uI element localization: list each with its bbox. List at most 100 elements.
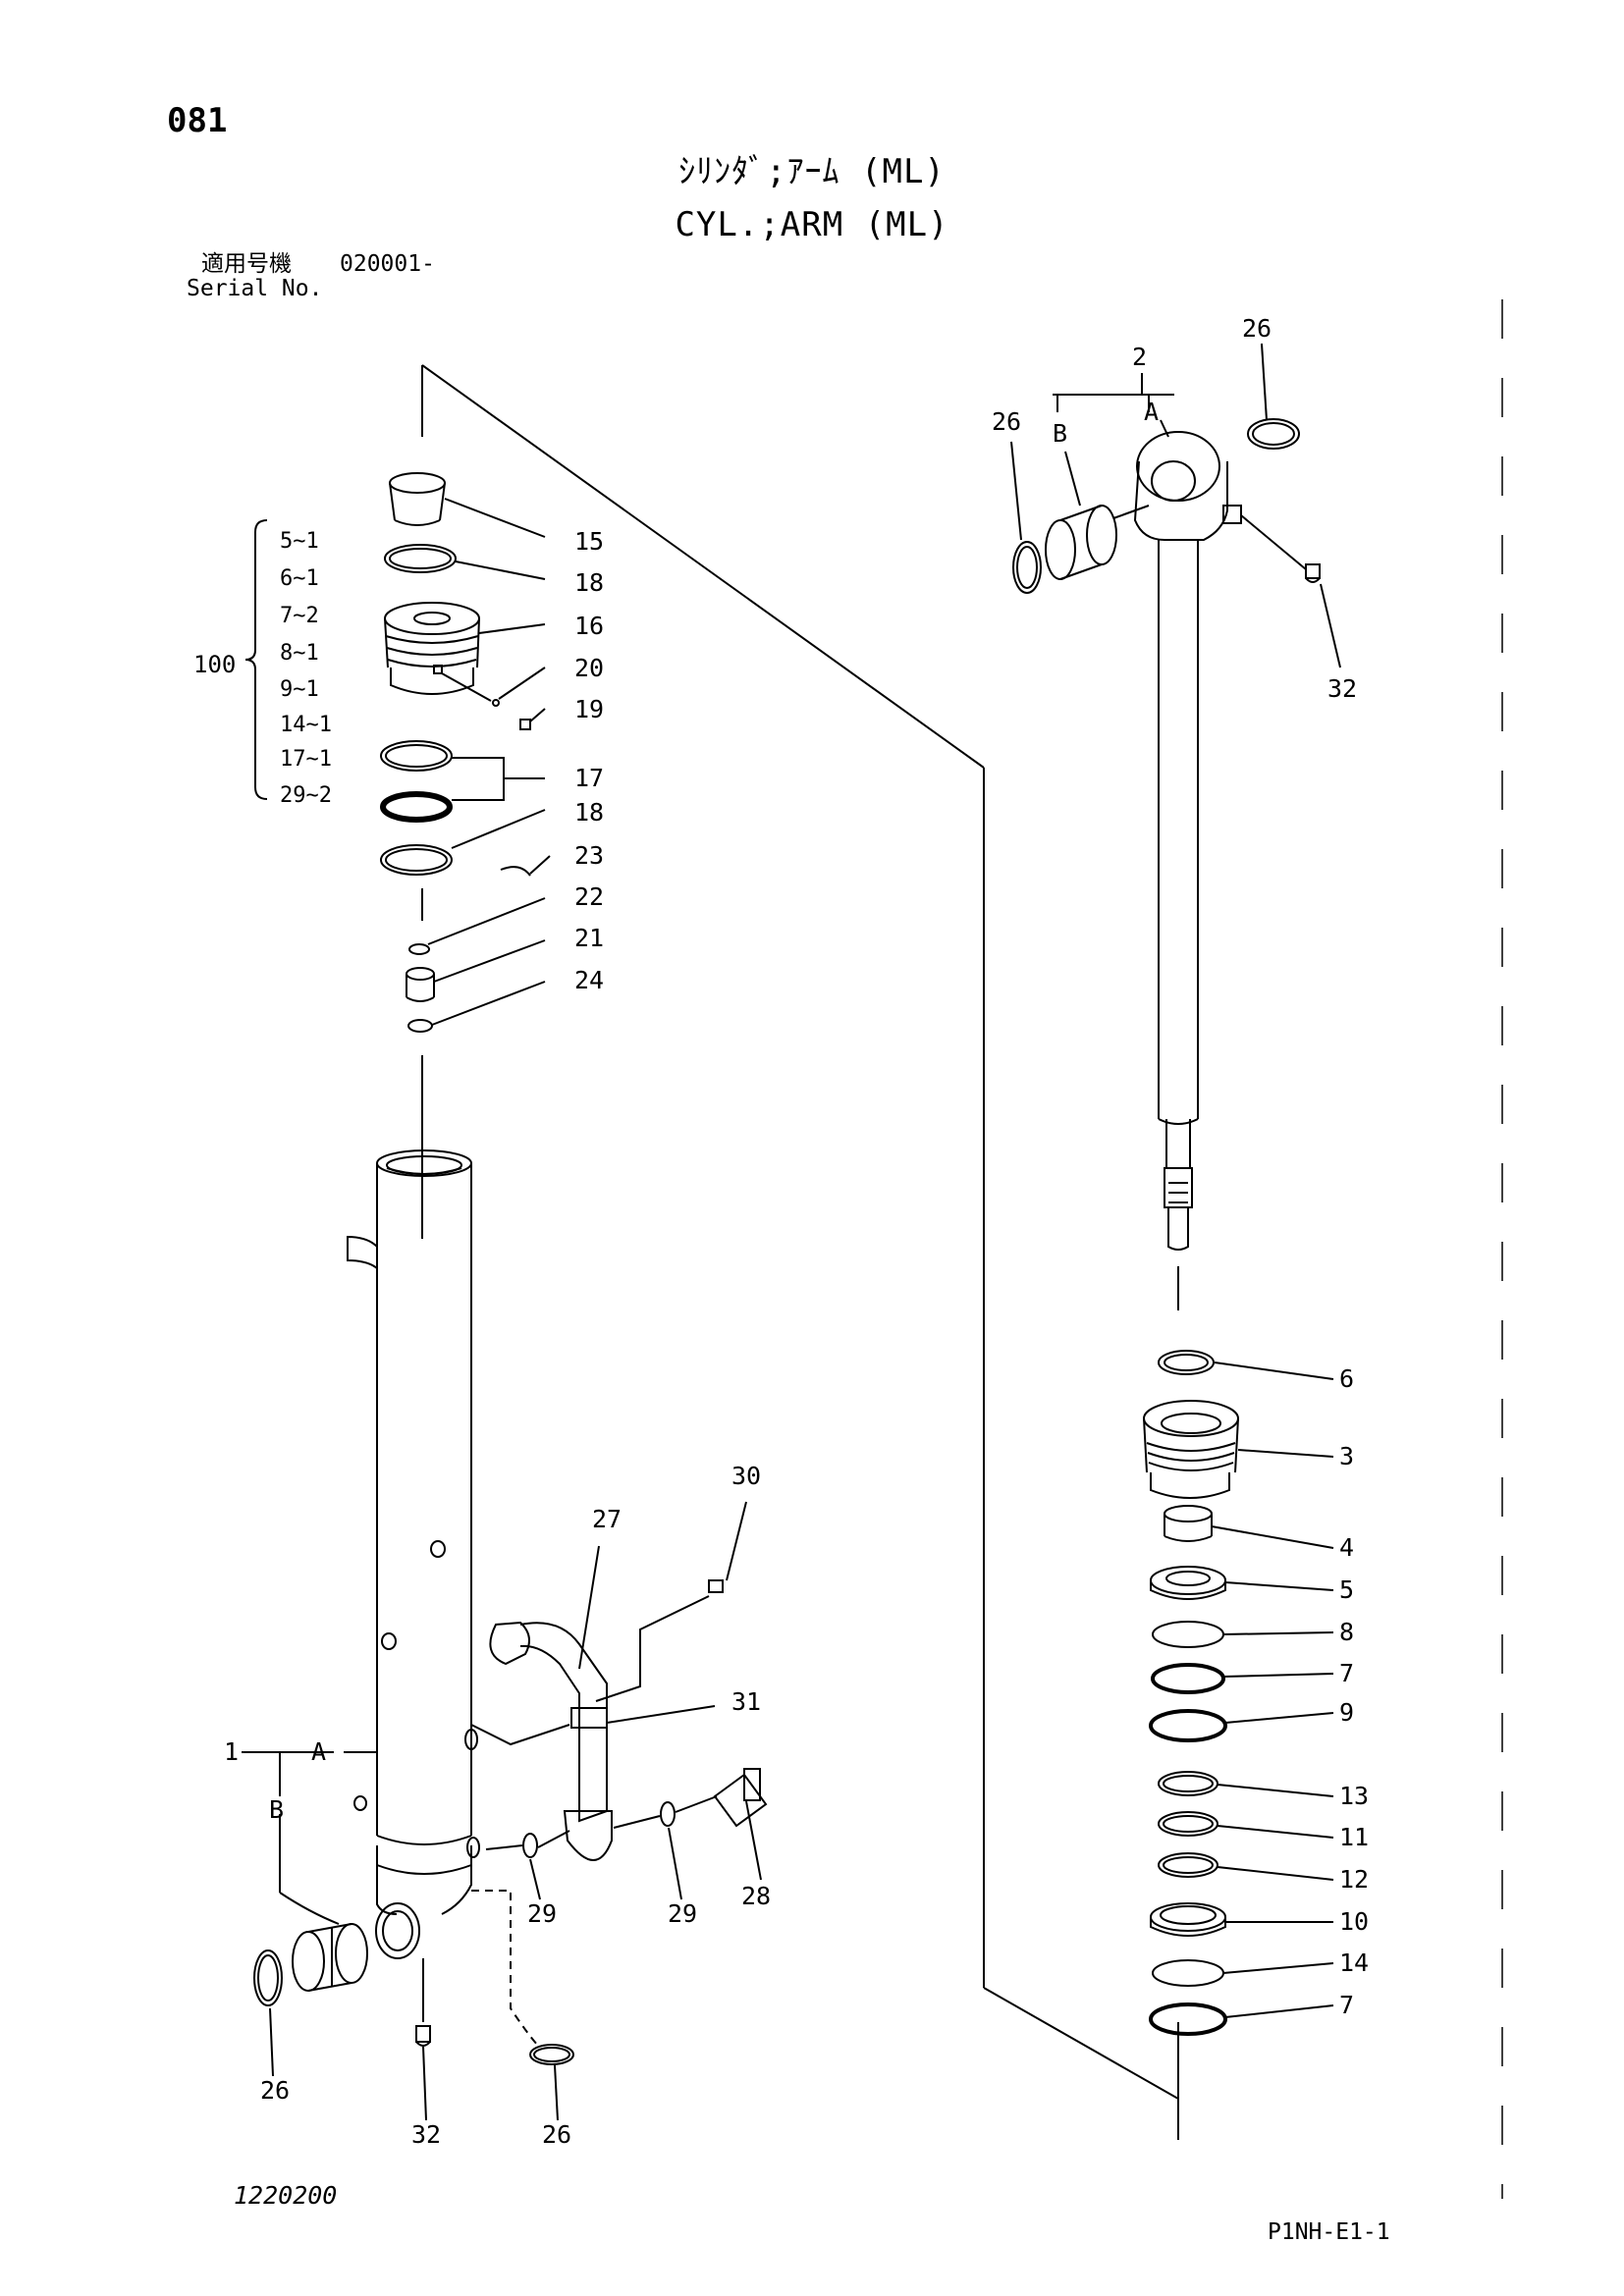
title-english: CYL.;ARM (ML) [675,205,949,244]
callout-label: 15 [574,527,604,556]
ring-12 [1158,1852,1218,1878]
ring-22 [408,943,430,955]
leader-line [485,1844,523,1850]
seal-10 [1150,1902,1226,1937]
kit-item: 29~2 [280,783,332,808]
nut-21 [406,967,435,1002]
ring-13-inner [1163,1775,1214,1792]
callout-label: A [1144,398,1159,426]
callout-label: 32 [411,2120,441,2149]
snap-ring-26-upper-right [1247,418,1300,450]
leader-line [1224,1581,1334,1591]
leader-line [1214,1362,1334,1380]
callout-label: 7 [1339,1659,1354,1687]
callout-label: 29 [527,1899,557,1928]
callout-label: 10 [1339,1907,1369,1936]
callout-label: 32 [1327,674,1357,703]
ring-11-inner [1163,1815,1214,1833]
callout-label: 5 [1339,1575,1354,1604]
bushing-B-upper [1045,505,1117,580]
frame-line [983,1987,1179,2100]
leader-line [279,1814,340,1925]
ring-6 [1158,1350,1215,1375]
leader-line [422,2046,427,2121]
leader-line [529,1858,541,1900]
callout-label: 14 [1339,1949,1369,1977]
leader-line [1217,1825,1334,1839]
callout-label: 6 [1339,1364,1354,1393]
o-ring-7-lower [1149,2002,1227,2036]
leader-line [269,2007,274,2077]
set-screw-19 [519,719,531,730]
callout-label: 26 [992,407,1021,436]
leader-line [529,855,551,875]
cylinder-head-3 [1143,1400,1239,1499]
callout-label: 29 [668,1899,697,1928]
callout-label: 27 [592,1505,622,1533]
leader-line [441,672,492,702]
leader-line [537,1830,570,1848]
bolt-30 [708,1579,724,1593]
callout-label: 12 [1339,1865,1369,1894]
snap-ring-26-upper-left [1012,541,1042,594]
leader-line [431,981,546,1026]
callout-label: 19 [574,695,604,723]
callout-label: 26 [260,2076,290,2105]
ball-20 [492,699,500,707]
leader-line [1211,1525,1334,1549]
callout-label: A [311,1737,326,1766]
ring-6-inner [1164,1354,1209,1371]
seal-5 [1150,1566,1226,1600]
leader-line [1224,1712,1334,1724]
leader-line [455,561,546,580]
callout-label: 23 [574,841,604,870]
leader-line [470,1724,570,1746]
leader-line [726,1501,747,1581]
leader-line [452,757,545,801]
serial-label-english: Serial No. [187,276,323,301]
ring-17b [380,791,453,823]
leader-line [554,2064,559,2121]
pin-23 [500,866,531,877]
callout-label: 2 [1132,343,1147,371]
callout-label: 31 [731,1687,761,1716]
leader-line [1217,1866,1334,1881]
title-japanese: ｼﾘﾝﾀﾞ;ｱｰﾑ (ML) [678,152,946,191]
callout-label: B [1053,419,1067,448]
o-ring-29-left [522,1833,538,1858]
kit-item: 8~1 [280,641,319,666]
callout-label: 8 [1339,1618,1354,1646]
callout-label: 16 [574,612,604,640]
leader-line [675,1795,718,1813]
leader-line [1160,419,1169,438]
callout-label: 7 [1339,1991,1354,2019]
callout-label: 26 [542,2120,571,2149]
grease-fitting-32-lower [415,2025,431,2047]
leader-line [1010,441,1022,541]
page-number: 081 [167,101,228,140]
bushing-15 [389,472,446,526]
leader-line [1240,514,1307,570]
leader-line [498,667,546,700]
piston-16 [384,602,480,695]
callout-label: 20 [574,654,604,682]
o-ring-9 [1149,1709,1227,1742]
snap-ring-26-lower-inner [533,2047,570,2062]
ring-18-upper [384,544,457,573]
leader-line [745,1800,762,1881]
piston-rod-2 [1133,431,1242,1251]
snap-ring-26-upper-right-inner [1252,422,1295,446]
kit-item: 6~1 [280,566,319,591]
pipe-27 [489,1621,613,1861]
document-id: 1220200 [234,2181,338,2210]
leader-line [471,1890,541,2049]
callout-label: 30 [731,1462,761,1490]
leader-line [1224,2004,1334,2018]
ring-17a [380,740,453,772]
callout-label: 9 [1339,1698,1354,1727]
leader-line [433,939,546,983]
kit-item: 7~2 [280,604,319,628]
leader-line [606,1705,716,1724]
leader-line [1112,505,1150,519]
o-ring-29-right [660,1801,676,1827]
